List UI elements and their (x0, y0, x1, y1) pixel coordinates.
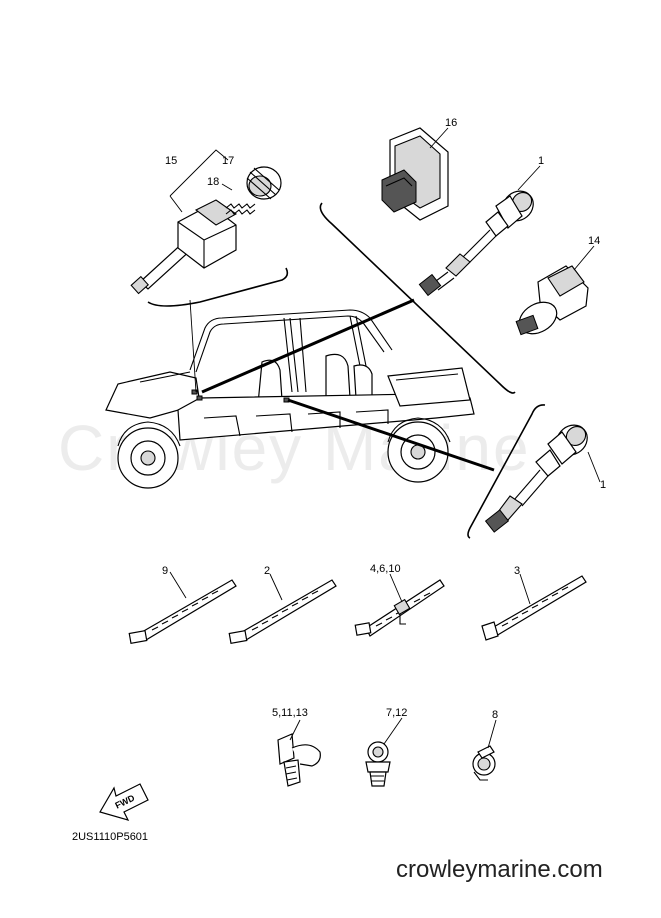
label-15: 15 (165, 155, 177, 167)
label-14: 14 (588, 235, 600, 247)
label-1-lower: 1 (600, 479, 606, 491)
fwd-arrow-icon: FWD (99, 783, 149, 821)
label-2: 2 (264, 565, 270, 577)
cable-tie-2[interactable] (228, 579, 337, 645)
clip-8[interactable] (472, 745, 496, 781)
bracket-lower-right (467, 404, 546, 539)
spring-18[interactable] (225, 203, 256, 215)
label-17: 17 (222, 155, 234, 167)
site-url[interactable]: crowleymarine.com (396, 856, 603, 883)
socket-1-upper[interactable] (418, 185, 539, 297)
leader-to-lower-socket (287, 398, 495, 472)
leader-to-switch (189, 299, 197, 393)
socket-1-lower[interactable] (484, 419, 594, 533)
cable-tie-9[interactable] (128, 579, 237, 645)
label-18: 18 (207, 176, 219, 188)
label-3: 3 (514, 565, 520, 577)
cable-tie-3[interactable] (481, 575, 587, 641)
clip-7-12[interactable] (365, 741, 391, 787)
knob-17[interactable] (246, 166, 282, 200)
label-4-6-10: 4,6,10 (370, 563, 401, 575)
bracket-upper-right (319, 202, 516, 394)
utv-vehicle (105, 309, 475, 489)
sensor-14[interactable] (514, 265, 589, 340)
cable-tie-clip-4-6-10[interactable] (354, 579, 445, 637)
label-5-11-13: 5,11,13 (272, 707, 308, 719)
bracket-15 (147, 267, 289, 307)
label-8: 8 (492, 709, 498, 721)
switch-assembly-15[interactable] (130, 199, 238, 295)
label-1-upper: 1 (538, 155, 544, 167)
label-16: 16 (445, 117, 457, 129)
clip-5-11-13[interactable] (277, 733, 321, 787)
leader-to-upper-group (201, 298, 415, 394)
switch-16[interactable] (381, 127, 449, 221)
label-9: 9 (162, 565, 168, 577)
label-7-12: 7,12 (386, 707, 407, 719)
diagram-code: 2US1110P5601 (72, 831, 148, 843)
